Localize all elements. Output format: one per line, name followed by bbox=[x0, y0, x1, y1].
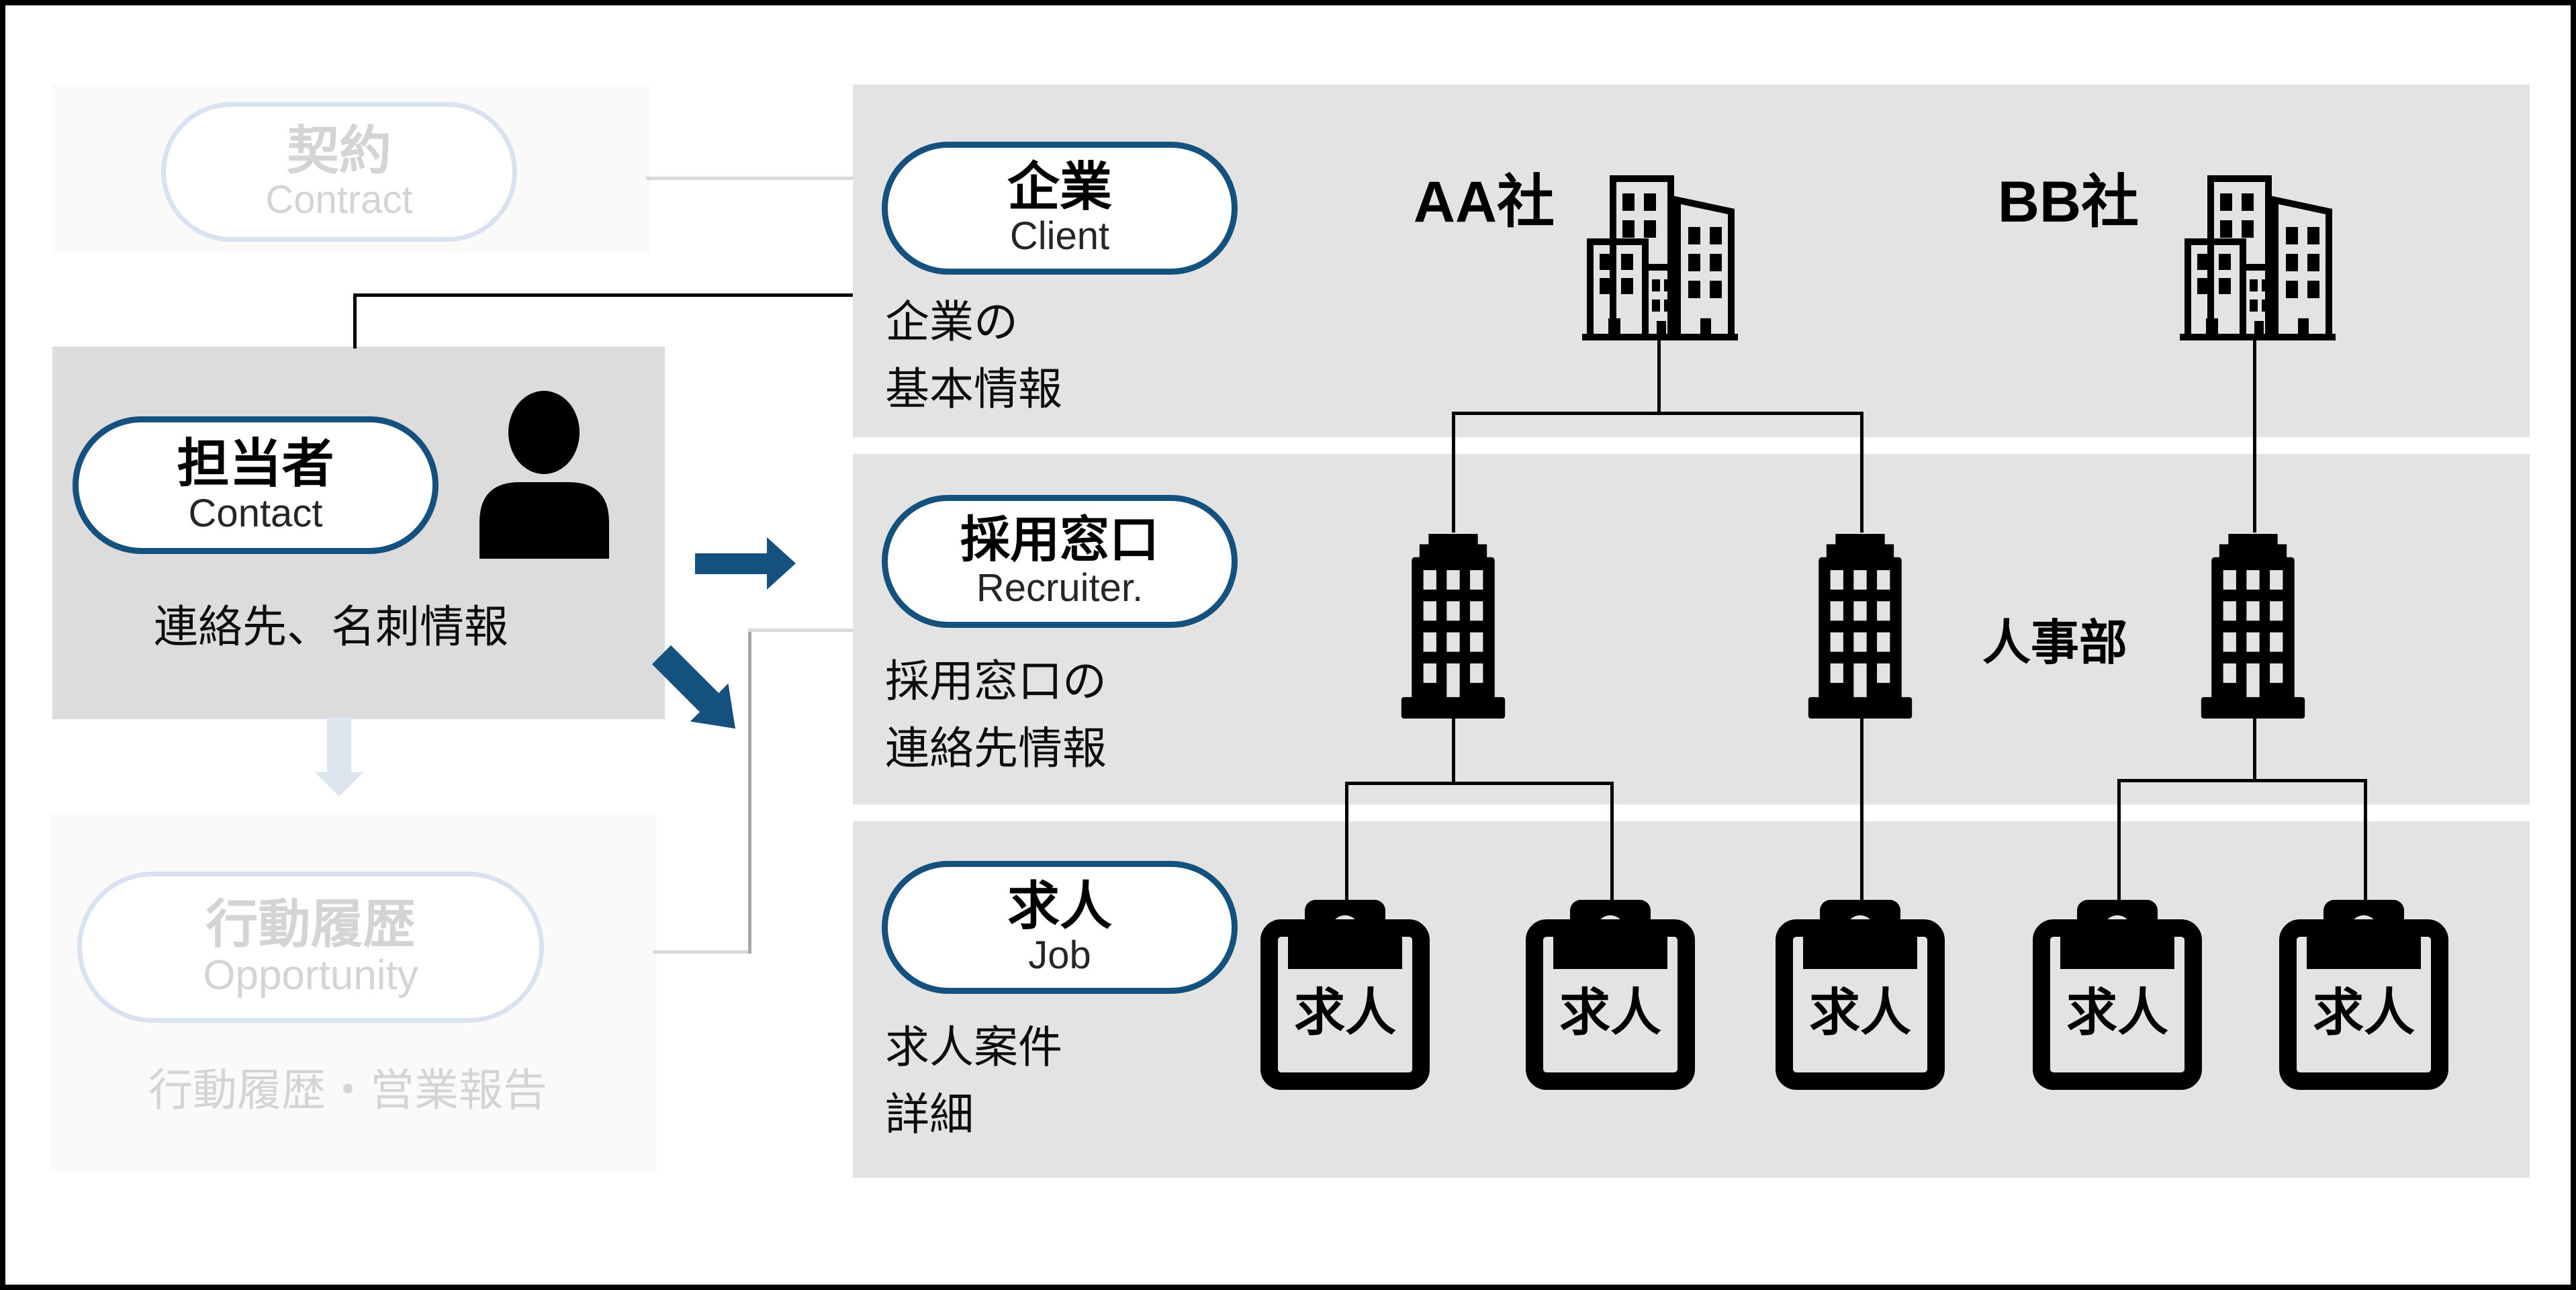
recruiter-pill: 採用窓口 Recruiter. bbox=[882, 495, 1238, 628]
contact-title: 担当者 bbox=[177, 434, 334, 494]
client-subtitle: Client bbox=[1009, 214, 1110, 259]
job-title: 求人 bbox=[1007, 876, 1112, 935]
connector-opportunity-to-recruiter-b bbox=[748, 629, 751, 954]
connector-contact-to-client-riser bbox=[353, 293, 357, 349]
connector-contact-to-client bbox=[353, 293, 853, 297]
recruiter-subtitle: Recruiter. bbox=[976, 566, 1144, 610]
client-pill: 企業 Client bbox=[882, 142, 1238, 275]
clipboard-label: 求人 bbox=[1559, 984, 1661, 1042]
office-building-icon bbox=[1401, 534, 1506, 719]
clipboard-icon bbox=[1526, 900, 1695, 1090]
company-bb-city-icon bbox=[2180, 175, 2336, 340]
job-subtitle: Job bbox=[1028, 933, 1091, 978]
tree-line bbox=[1452, 412, 1455, 533]
tree-line bbox=[2117, 779, 2121, 905]
connector-opportunity-to-recruiter-c bbox=[748, 629, 853, 632]
clipboard-icon bbox=[1776, 900, 1945, 1090]
tree-line bbox=[1452, 717, 1455, 782]
recruiter-title: 採用窓口 bbox=[960, 512, 1159, 568]
clipboard-label: 求人 bbox=[2313, 984, 2415, 1042]
person-icon bbox=[479, 391, 609, 559]
job-description-line1: 求人案件 bbox=[885, 1022, 1062, 1072]
tree-line bbox=[2253, 339, 2256, 533]
connector-contract-to-client bbox=[646, 177, 853, 180]
tree-line bbox=[1345, 782, 1348, 905]
tree-line bbox=[1345, 782, 1614, 785]
tree-line bbox=[1452, 412, 1864, 415]
clipboard-label: 求人 bbox=[2066, 984, 2168, 1042]
opportunity-pill: 行動履歴 Opportunity bbox=[77, 872, 544, 1023]
clipboard-label: 求人 bbox=[1294, 984, 1396, 1042]
tree-line bbox=[2117, 779, 2367, 782]
company-aa-label: AA社 bbox=[1413, 170, 1555, 234]
arrow-right-icon bbox=[695, 537, 796, 590]
company-aa-city-icon bbox=[1582, 175, 1738, 340]
connector-opportunity-to-recruiter-a bbox=[653, 950, 751, 954]
tree-line bbox=[1657, 339, 1661, 414]
client-description-line1: 企業の bbox=[885, 297, 1018, 347]
arrow-diagonal-icon bbox=[651, 645, 735, 729]
recruiter-description-line1: 採用窓口の bbox=[885, 656, 1107, 706]
hr-department-label: 人事部 bbox=[1982, 616, 2127, 670]
opportunity-subtitle: Opportunity bbox=[203, 952, 418, 999]
tree-line bbox=[1610, 782, 1614, 905]
contact-description: 連絡先、名刺情報 bbox=[154, 602, 508, 652]
opportunity-title: 行動履歴 bbox=[205, 894, 416, 954]
clipboard-icon bbox=[2033, 900, 2202, 1090]
contract-pill: 契約 Contract bbox=[161, 102, 517, 242]
tree-line bbox=[1860, 412, 1864, 533]
job-pill: 求人 Job bbox=[882, 861, 1238, 994]
contact-subtitle: Contact bbox=[188, 491, 323, 535]
contact-pill: 担当者 Contact bbox=[73, 416, 439, 554]
job-description-line2: 詳細 bbox=[885, 1089, 974, 1139]
tree-line bbox=[2253, 717, 2256, 782]
clipboard-icon bbox=[1260, 900, 1430, 1090]
clipboard-icon bbox=[2279, 900, 2448, 1090]
arrow-down-icon bbox=[315, 717, 363, 796]
opportunity-description: 行動履歴・営業報告 bbox=[148, 1065, 547, 1115]
company-bb-label: BB社 bbox=[1997, 170, 2140, 234]
contract-title: 契約 bbox=[286, 120, 392, 180]
client-description-line2: 基本情報 bbox=[885, 364, 1062, 414]
clipboard-label: 求人 bbox=[1809, 984, 1911, 1042]
office-building-icon bbox=[1808, 534, 1913, 719]
client-title: 企業 bbox=[1007, 156, 1112, 216]
tree-line bbox=[1860, 717, 1864, 905]
recruiter-description-line2: 連絡先情報 bbox=[885, 723, 1107, 773]
office-building-icon bbox=[2201, 534, 2305, 719]
contract-subtitle: Contract bbox=[265, 178, 413, 222]
tree-line bbox=[2364, 779, 2367, 905]
